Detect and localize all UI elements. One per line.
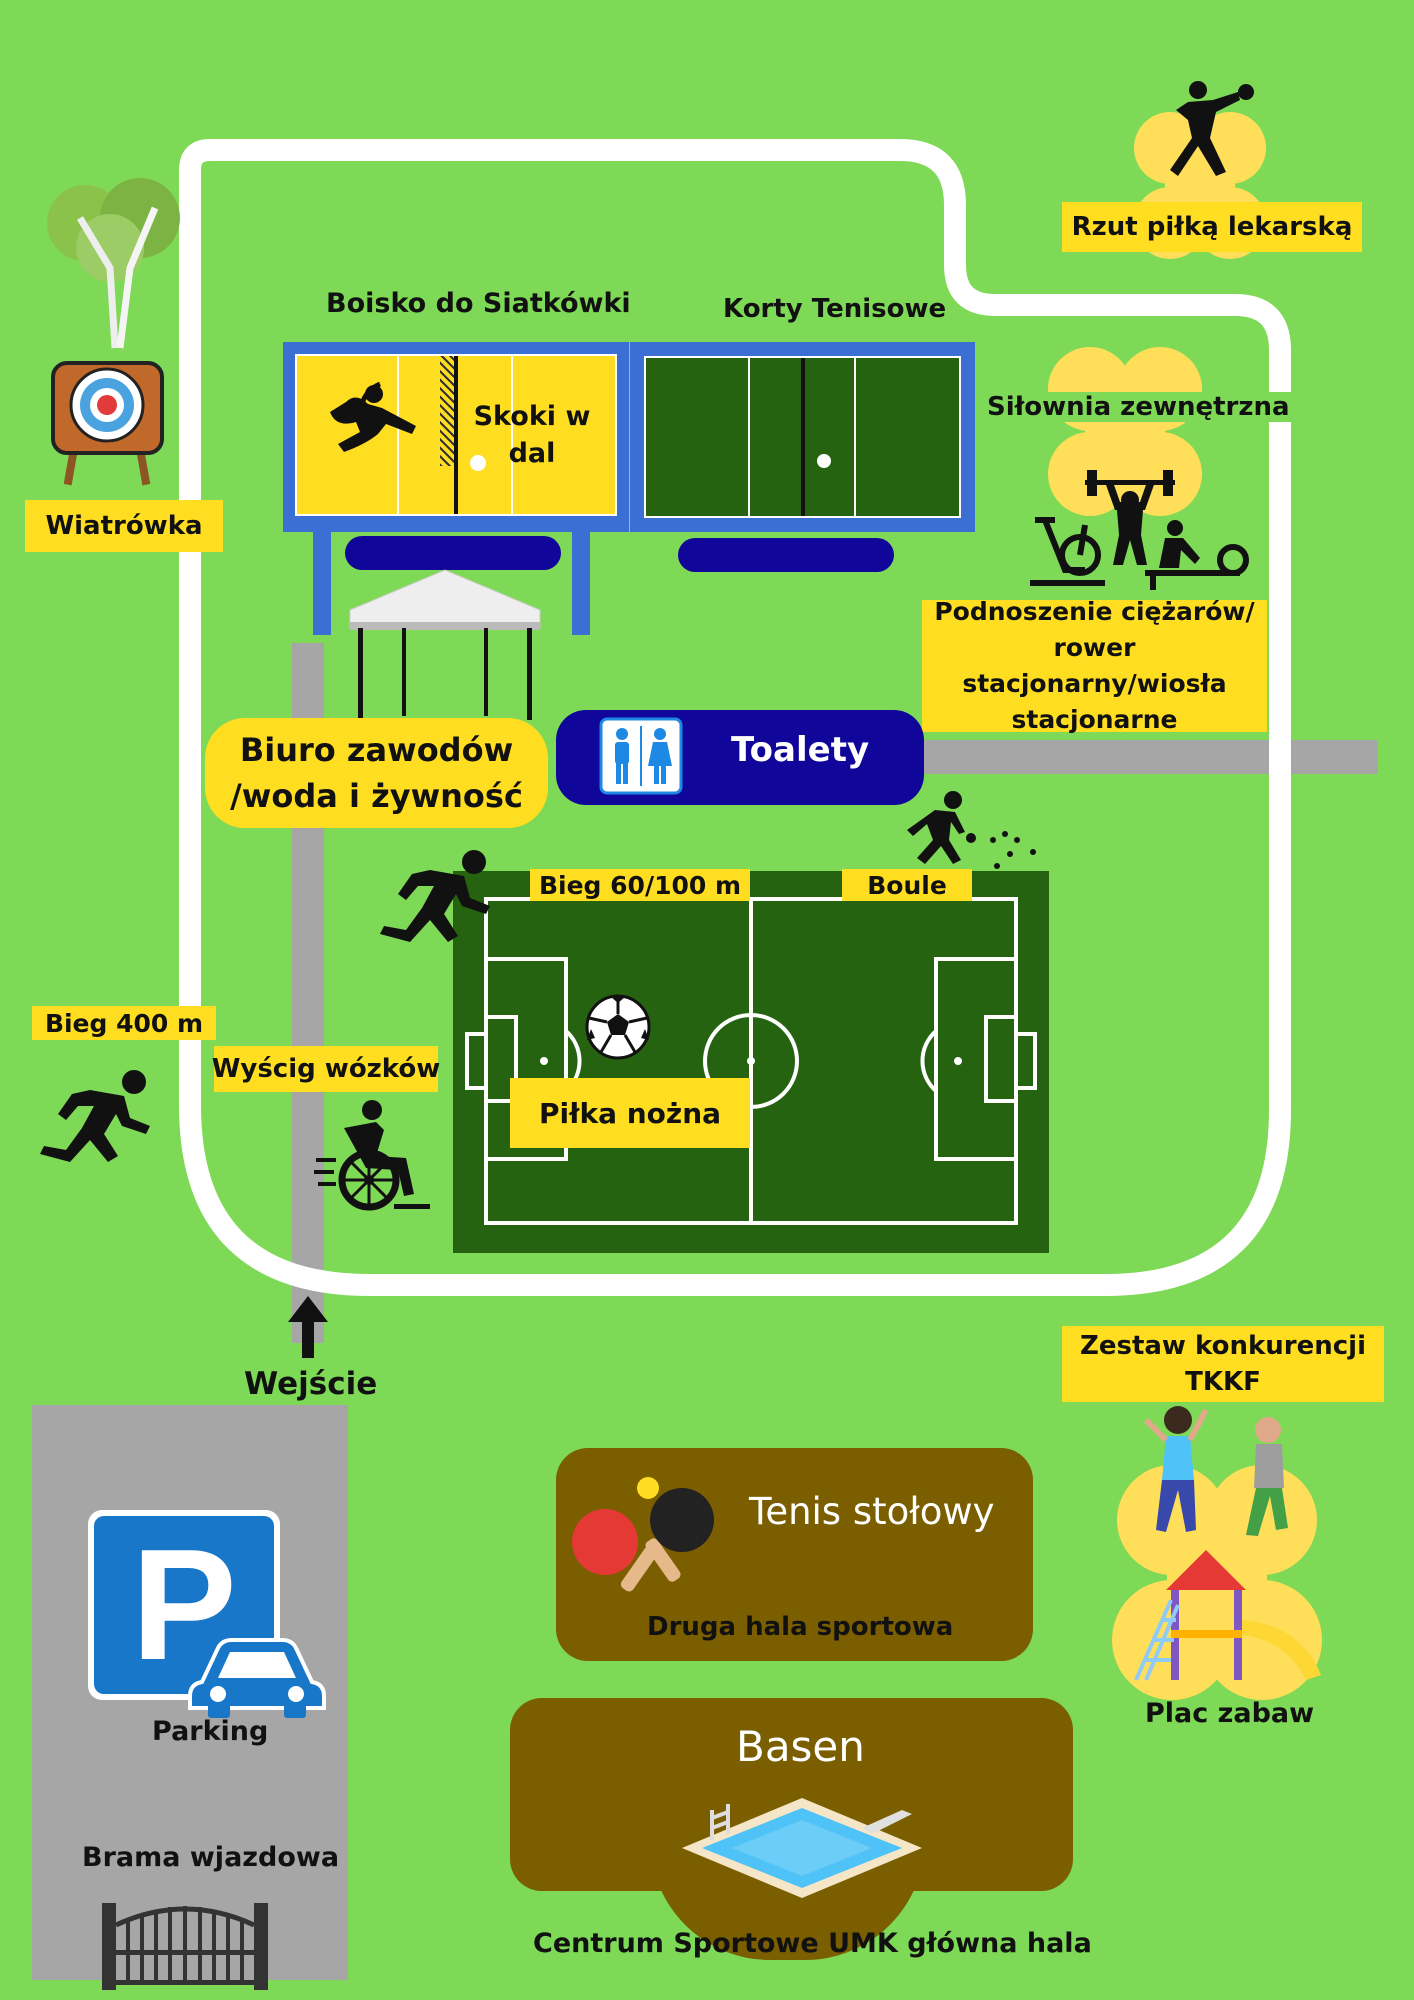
volleyball-bench <box>345 536 561 570</box>
wheelchair-icon <box>314 1100 430 1211</box>
football-field <box>453 871 1049 1253</box>
playground-icon <box>1134 1406 1321 1681</box>
sprint-label: Bieg 60/100 m <box>530 869 750 901</box>
exercise-bike-icon <box>1030 517 1105 586</box>
toilets-label: Toalety <box>731 730 870 770</box>
tkkf-line2: TKKF <box>1185 1367 1261 1397</box>
tkkf-line1: Zestaw konkurencji <box>1080 1331 1366 1361</box>
tennis-bench <box>678 538 894 572</box>
runner-icon <box>40 1070 150 1162</box>
weights-line3: stacjonarne <box>1011 705 1178 734</box>
arrow-up-icon <box>288 1296 328 1358</box>
competition-office: Biuro zawodów /woda i żywność <box>205 718 548 828</box>
boule-label: Boule <box>842 869 972 901</box>
rowing-icon <box>1145 520 1249 590</box>
toilet-icon <box>599 717 683 795</box>
toilets-block: Toalety <box>556 710 924 805</box>
gate-label: Brama wjazdowa <box>82 1842 340 1873</box>
second-hall-label: Druga hala sportowa <box>647 1612 954 1642</box>
second-hall: Tenis stołowy Druga hala sportowa <box>556 1448 1033 1661</box>
weights-line1: Podnoszenie ciężarów/ <box>934 597 1255 626</box>
long-jump-icon <box>330 381 416 452</box>
birch-tree-icon <box>47 178 180 349</box>
thrower-icon <box>1170 81 1254 176</box>
tennis-court <box>630 342 975 532</box>
wheelchair-label: Wyścig wózków <box>212 1046 440 1092</box>
ping-pong-icon <box>572 1477 714 1592</box>
soccer-ball-icon <box>585 994 651 1060</box>
boule-player-icon <box>907 791 1036 869</box>
pool-icon <box>682 1798 922 1898</box>
parking-label: Parking <box>152 1716 269 1747</box>
volleyball-court <box>283 342 629 532</box>
main-hall-label: Centrum Sportowe UMK główna hala <box>533 1928 1092 1959</box>
run400-label: Bieg 400 m <box>32 1006 216 1040</box>
barbell-icon <box>1085 470 1175 565</box>
tent-icon <box>349 569 541 720</box>
long-jump-label: Skoki w dal <box>462 395 602 475</box>
court-post-right <box>572 530 590 635</box>
office-line1: Biuro zawodów <box>239 731 514 769</box>
volleyball-label: Boisko do Siatkówki <box>326 288 631 319</box>
football-label: Piłka nożna <box>510 1078 750 1148</box>
runner-icon <box>380 850 490 942</box>
court-post-left <box>313 530 331 635</box>
gate-icon <box>102 1903 268 1990</box>
playground-label: Plac zabaw <box>1145 1698 1315 1729</box>
car-icon <box>188 1638 326 1718</box>
target-icon <box>51 361 164 486</box>
air-rifle-label: Wiatrówka <box>25 500 223 552</box>
weights-label: Podnoszenie ciężarów/ rower stacjonarny/… <box>922 597 1267 734</box>
medicine-ball-label: Rzut piłką lekarską <box>1062 202 1362 252</box>
road-horizontal <box>915 740 1378 774</box>
outdoor-gym-label: Siłownia zewnętrzna <box>985 392 1292 422</box>
pool-label: Basen <box>736 1722 865 1771</box>
table-tennis-label: Tenis stołowy <box>749 1490 995 1533</box>
entrance-label: Wejście <box>244 1366 378 1402</box>
long-jump-line2: dal <box>508 438 556 469</box>
long-jump-line1: Skoki w <box>473 401 591 432</box>
volleyball-ball <box>470 455 486 471</box>
office-line2: /woda i żywność <box>230 777 523 815</box>
weights-line2: rower stacjonarny/wiosła <box>962 633 1227 698</box>
tennis-label: Korty Tenisowe <box>723 294 947 324</box>
tkkf-label: Zestaw konkurencji TKKF <box>1062 1326 1384 1402</box>
